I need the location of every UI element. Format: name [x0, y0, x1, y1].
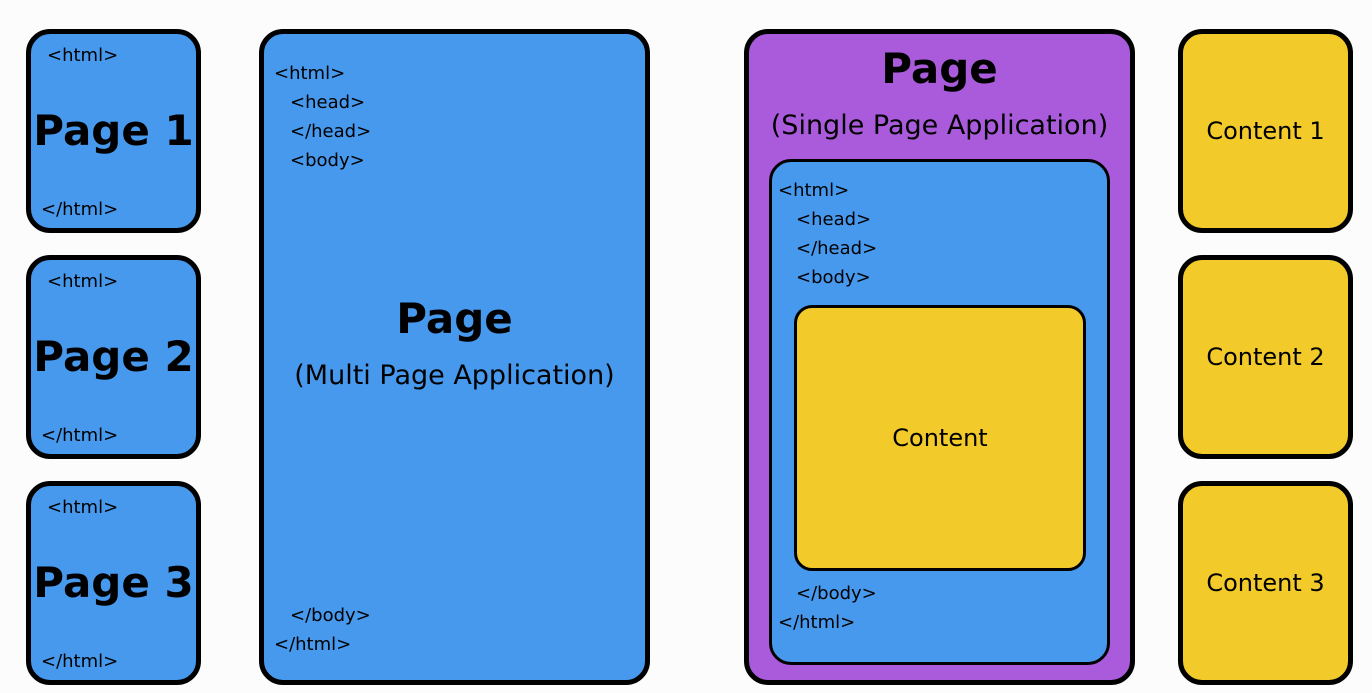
page-1-label: Page 1 — [33, 106, 194, 155]
html-open-tag: <html> — [274, 63, 346, 84]
mpa-subtitle: (Multi Page Application) — [294, 360, 615, 391]
mpa-title: Page — [396, 294, 513, 343]
html-open-tag: <html> — [778, 180, 850, 201]
body-open-tag: <body> — [290, 150, 365, 171]
html-open-tag: <html> — [47, 497, 119, 518]
spa-content-area: Content — [794, 305, 1086, 571]
html-close-tag: </html> — [41, 425, 119, 446]
html-open-tag: <html> — [47, 45, 119, 66]
page-2-box: <html> Page 2 </html> — [26, 255, 201, 459]
content-1-box: Content 1 — [1178, 29, 1353, 233]
spa-title: Page — [881, 44, 998, 93]
body-open-tag: <body> — [796, 267, 871, 288]
content-1-label: Content 1 — [1206, 117, 1325, 145]
content-3-box: Content 3 — [1178, 481, 1353, 685]
page-2-label: Page 2 — [33, 332, 194, 381]
content-2-box: Content 2 — [1178, 255, 1353, 459]
html-close-tag: </html> — [41, 199, 119, 220]
html-close-tag: </html> — [778, 612, 856, 633]
page-3-box: <html> Page 3 </html> — [26, 481, 201, 685]
head-close-tag: </head> — [796, 238, 878, 259]
html-open-tag: <html> — [47, 271, 119, 292]
mpa-page-box: <html> <head> </head> <body> Page (Multi… — [259, 29, 650, 685]
head-close-tag: </head> — [290, 121, 372, 142]
spa-page-box: Page (Single Page Application) <html> <h… — [744, 29, 1135, 685]
spa-content-label: Content — [892, 424, 988, 452]
spa-html-document: <html> <head> </head> <body> Content </b… — [769, 159, 1110, 665]
body-close-tag: </body> — [796, 583, 877, 604]
content-2-label: Content 2 — [1206, 343, 1325, 371]
body-close-tag: </body> — [290, 605, 371, 626]
head-open-tag: <head> — [796, 209, 872, 230]
html-close-tag: </html> — [41, 651, 119, 672]
content-3-label: Content 3 — [1206, 569, 1325, 597]
page-1-box: <html> Page 1 </html> — [26, 29, 201, 233]
html-close-tag: </html> — [274, 634, 352, 655]
spa-subtitle: (Single Page Application) — [770, 110, 1109, 141]
page-3-label: Page 3 — [33, 558, 194, 607]
head-open-tag: <head> — [290, 92, 366, 113]
